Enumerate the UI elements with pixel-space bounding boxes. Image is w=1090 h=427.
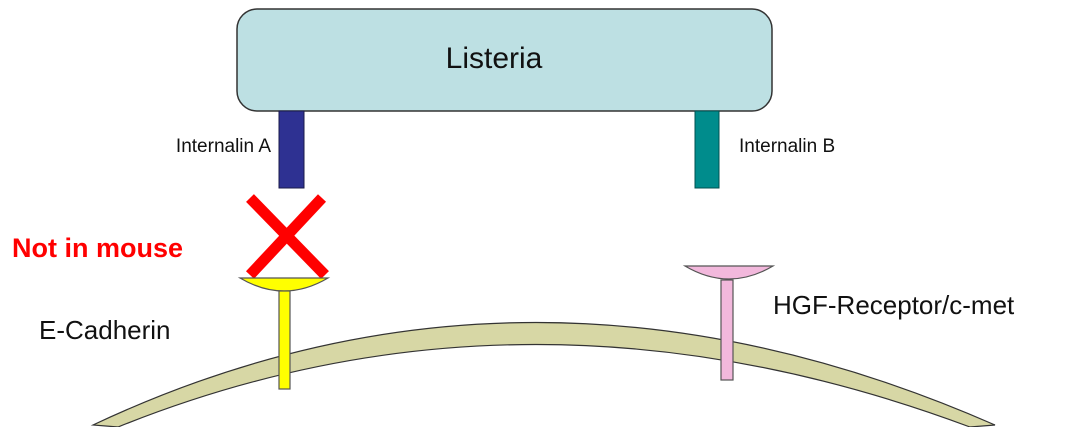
hgf-receptor-cup xyxy=(685,266,773,279)
not-in-mouse-label: Not in mouse xyxy=(12,233,183,263)
e-cadherin-stem xyxy=(279,291,290,389)
e-cadherin-label: E-Cadherin xyxy=(39,315,171,345)
internalin-a-label: Internalin A xyxy=(176,136,271,157)
internalin-b-bar xyxy=(695,111,719,188)
internalin-a-bar xyxy=(279,111,304,188)
hgf-receptor-stem xyxy=(721,280,733,380)
cell-membrane xyxy=(93,323,995,427)
e-cadherin-cup xyxy=(240,278,328,291)
blocked-x-icon xyxy=(250,198,325,275)
listeria-label: Listeria xyxy=(446,42,543,75)
internalin-b-label: Internalin B xyxy=(739,136,835,157)
hgf-receptor-label: HGF-Receptor/c-met xyxy=(773,290,1015,320)
